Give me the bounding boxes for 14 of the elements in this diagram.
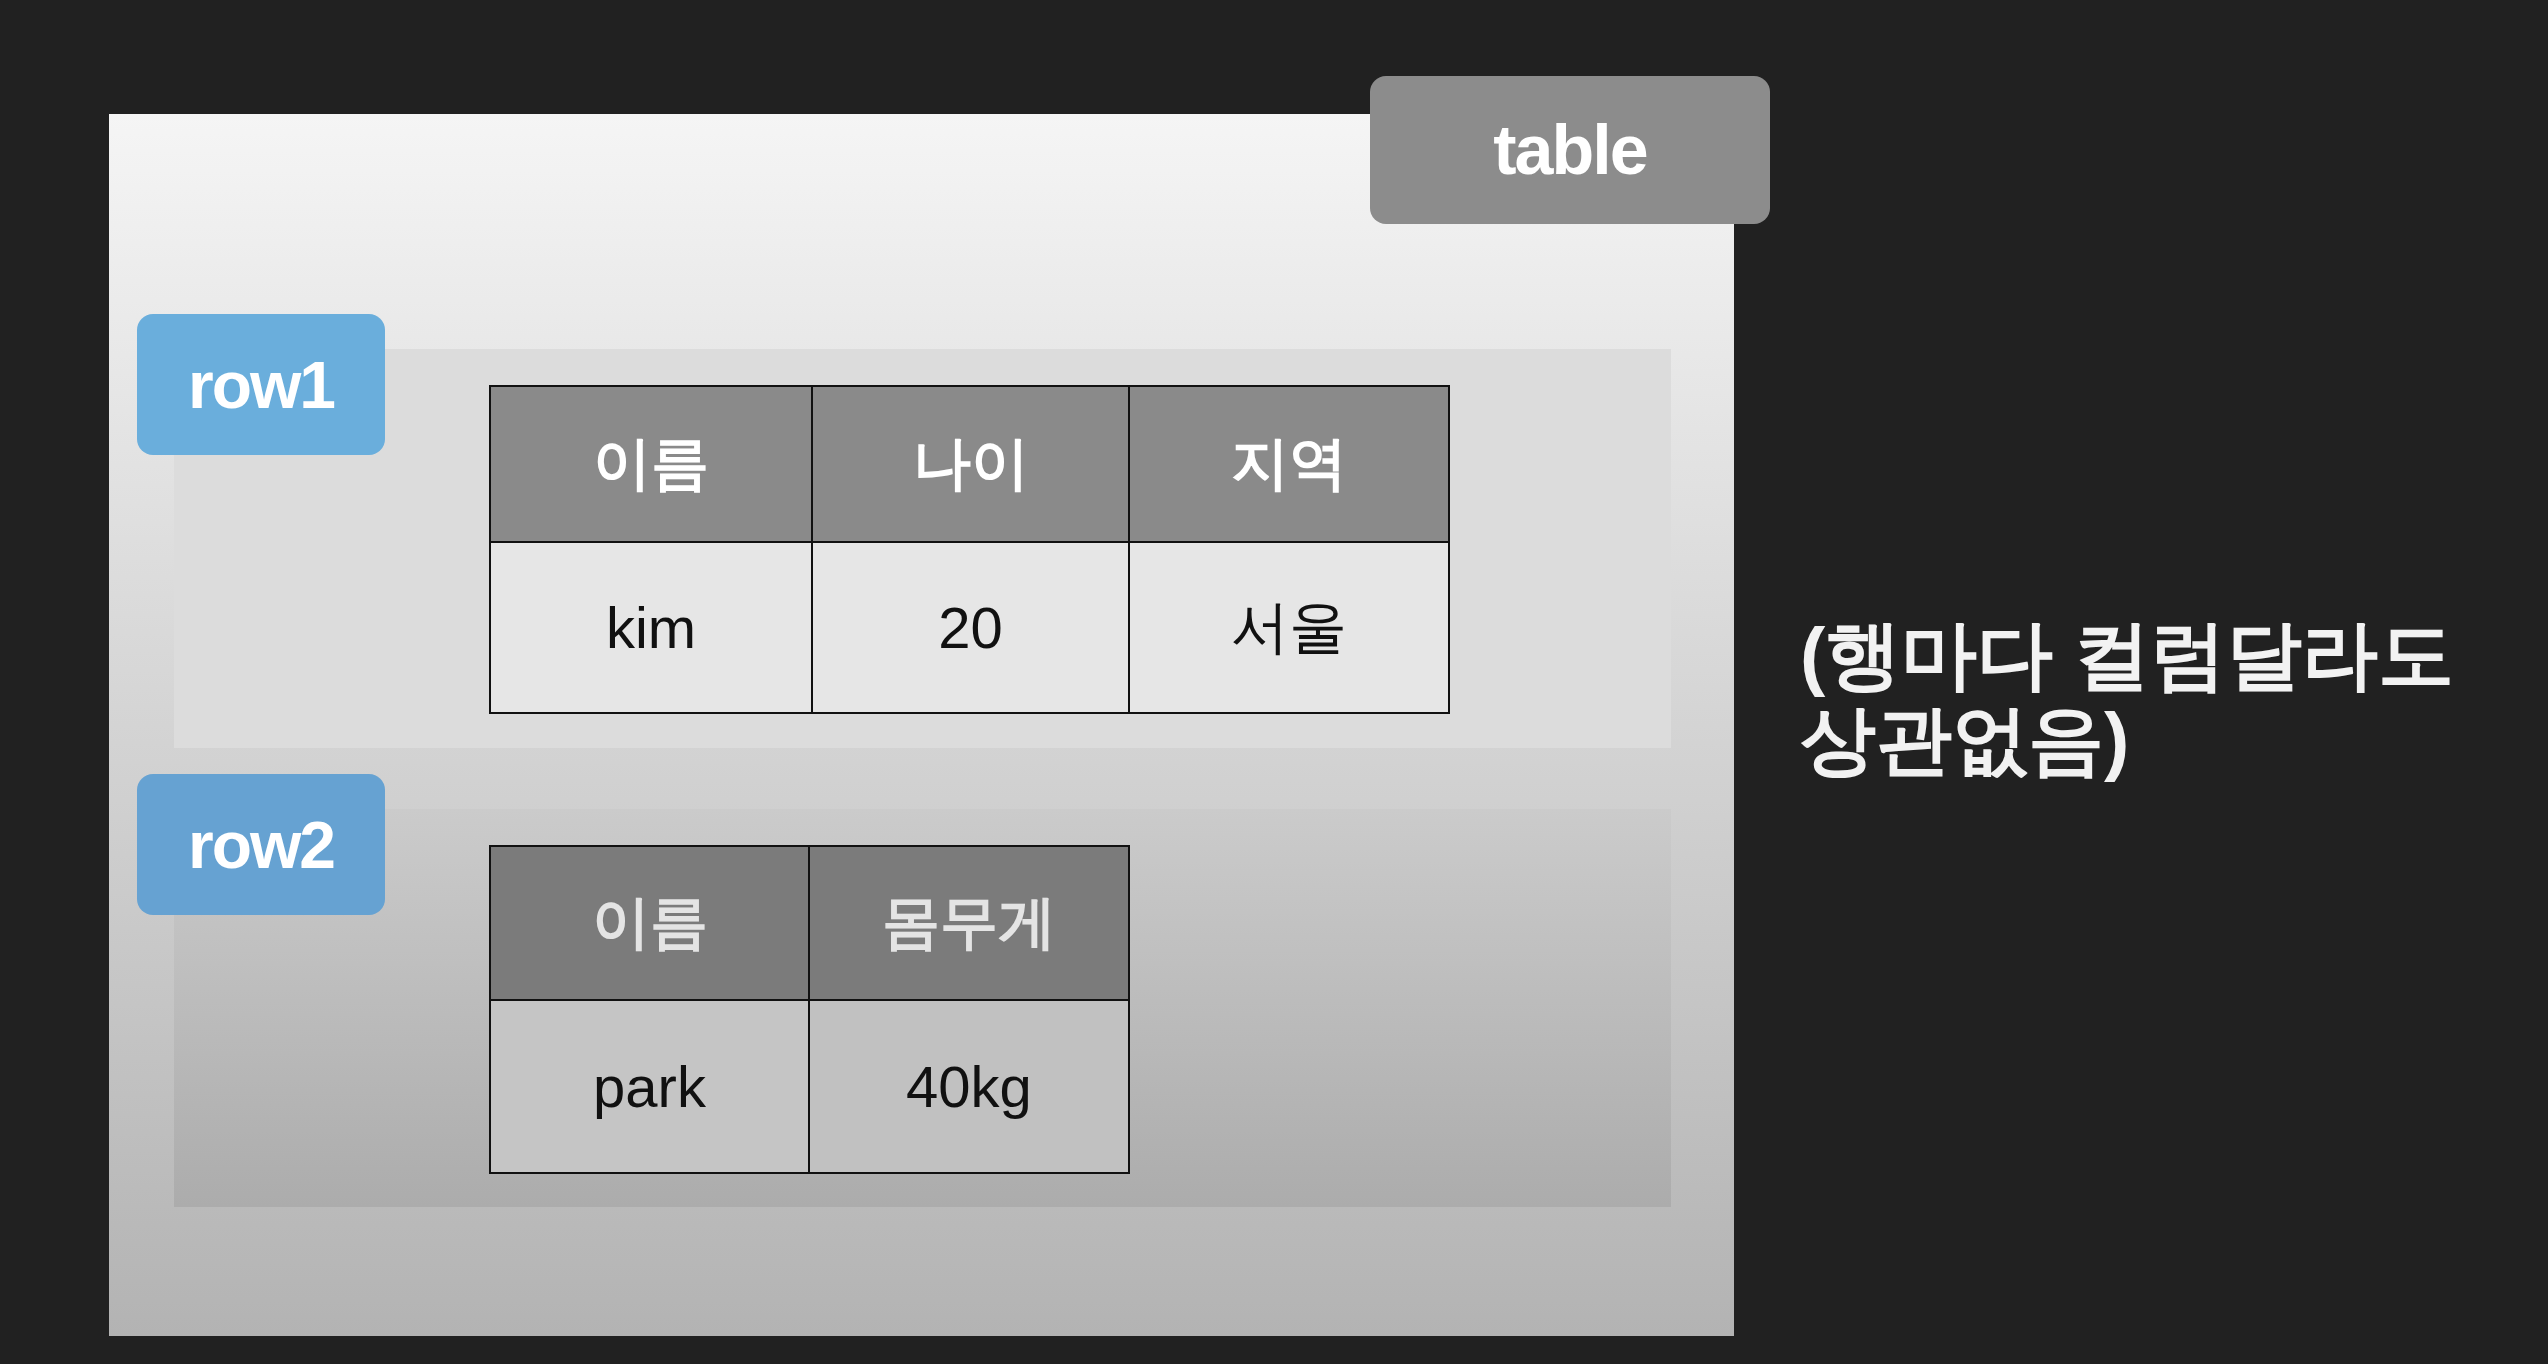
data-cell: 20 (811, 541, 1130, 714)
header-cell: 지역 (1128, 385, 1450, 543)
data-cell: 40kg (808, 999, 1130, 1174)
header-cell: 몸무게 (808, 845, 1130, 1001)
table-label: table (1370, 76, 1770, 224)
data-cell: park (489, 999, 810, 1174)
row-label: row1 (137, 314, 385, 455)
note-text: (행마다 컬럼달라도 상관없음) (1800, 612, 2456, 783)
header-cell: 이름 (489, 385, 813, 543)
data-cell: 서울 (1128, 541, 1450, 714)
header-cell: 이름 (489, 845, 810, 1001)
row-label: row2 (137, 774, 385, 915)
header-cell: 나이 (811, 385, 1130, 543)
data-cell: kim (489, 541, 813, 714)
